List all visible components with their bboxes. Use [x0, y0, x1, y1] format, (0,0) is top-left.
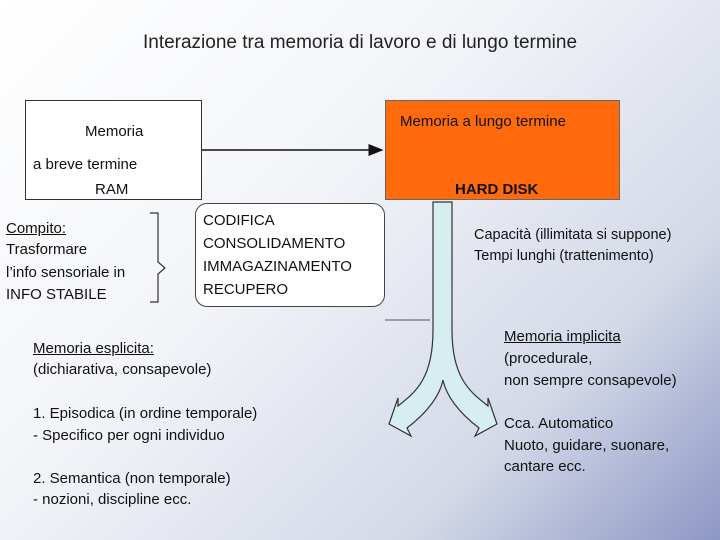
- task-brace: [150, 212, 166, 303]
- semantic-line-1: 2. Semantica (non temporale): [33, 470, 231, 487]
- capacity-line-2: Tempi lunghi (trattenimento): [474, 248, 654, 264]
- short-term-memory-box: [25, 100, 202, 200]
- hard-disk-label: HARD DISK: [455, 181, 539, 198]
- episodic-line-2: - Specifico per ogni individuo: [33, 427, 225, 444]
- implicit-memory-heading: Memoria implicita: [504, 328, 621, 345]
- short-term-label-2: a breve termine: [33, 156, 138, 173]
- explicit-memory-sub: (dichiarativa, consapevole): [33, 361, 212, 378]
- automatic-line-3: cantare ecc.: [504, 458, 586, 475]
- automatic-line-1: Cca. Automatico: [504, 415, 614, 432]
- explicit-memory-heading: Memoria esplicita:: [33, 340, 154, 357]
- memory-split-arrow: [388, 201, 498, 438]
- episodic-line-1: 1. Episodica (in ordine temporale): [33, 405, 258, 422]
- process-codifica: CODIFICA: [203, 212, 275, 229]
- short-term-label-1: Memoria: [85, 123, 144, 140]
- slide-title: Interazione tra memoria di lavoro e di l…: [142, 32, 578, 53]
- long-term-label: Memoria a lungo termine: [400, 113, 566, 130]
- implicit-sub-1: (procedurale,: [504, 350, 593, 367]
- processes-box: [195, 203, 385, 307]
- task-line-3: INFO STABILE: [6, 286, 107, 303]
- ram-label: RAM: [95, 181, 129, 198]
- process-recupero: RECUPERO: [203, 281, 289, 298]
- process-immagazinamento: IMMAGAZINAMENTO: [203, 258, 352, 275]
- task-heading: Compito:: [6, 220, 67, 237]
- semantic-line-2: - nozioni, discipline ecc.: [33, 491, 192, 508]
- task-line-2: l’info sensoriale in: [6, 264, 126, 281]
- task-line-1: Trasformare: [6, 241, 88, 258]
- automatic-line-2: Nuoto, guidare, suonare,: [504, 437, 670, 454]
- process-consolidamento: CONSOLIDAMENTO: [203, 235, 346, 252]
- capacity-line-1: Capacità (illimitata si suppone): [474, 227, 672, 243]
- implicit-sub-2: non sempre consapevole): [504, 372, 677, 389]
- long-term-memory-box: [385, 100, 620, 200]
